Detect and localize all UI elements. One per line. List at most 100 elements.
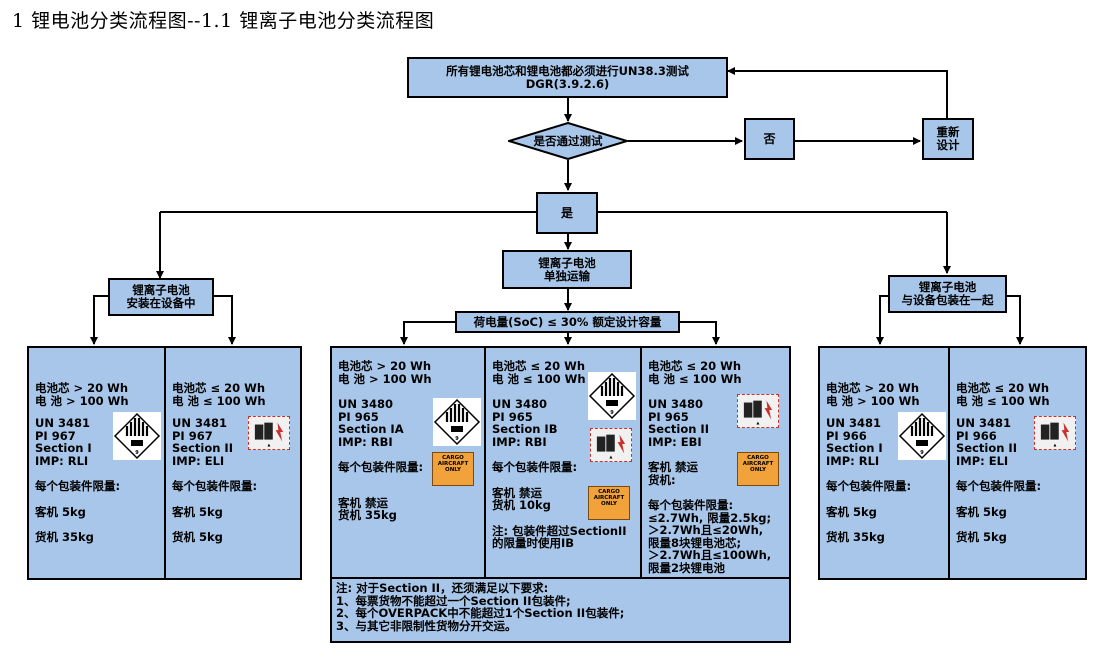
decision-diamond: 是否通过测试 <box>508 122 628 160</box>
class9-hazard-label-icon: 9 <box>433 398 481 446</box>
text-line: Section II <box>172 441 233 455</box>
panel-divider <box>164 348 166 578</box>
text-line: 电 池 > 100 Wh <box>35 393 129 408</box>
arrow-left-head-col2 <box>214 295 236 345</box>
redesign-line1: 重新 <box>936 125 960 139</box>
svg-text:9: 9 <box>610 410 614 416</box>
text-line: PI 967 <box>172 428 213 443</box>
class9-hazard-label-icon: 9 <box>588 372 636 420</box>
arrow-soc-col1 <box>400 321 455 345</box>
panel-divider <box>948 348 950 578</box>
cargo-aircraft-only-label-icon: CARGO AIRCRAFT ONLY <box>432 452 474 486</box>
svg-text:▲: ▲ <box>610 455 613 459</box>
text-line: Section I <box>826 441 883 455</box>
cao-text: CARGO AIRCRAFT ONLY <box>742 455 774 473</box>
text-line: 客机 5kg <box>956 504 1007 519</box>
text-line: 货机 35kg <box>338 508 397 522</box>
text-line: Section II <box>648 422 709 436</box>
mid-branch-box: 锂离子电池 单独运输 <box>502 250 632 289</box>
text-line: IMP: ELI <box>956 453 1009 468</box>
text-line: 电 池 ≤ 100 Wh <box>492 371 586 386</box>
text-line: 客机 禁运 <box>338 495 389 510</box>
diamond-shape <box>508 122 628 160</box>
text-line: 客机 禁运 <box>492 485 543 500</box>
panel-divider <box>640 348 642 577</box>
cargo-aircraft-only-label-icon: CARGO AIRCRAFT ONLY <box>588 486 630 520</box>
text-line: 的限量时使用IB <box>492 536 575 550</box>
mid-branch-line1: 锂离子电池 <box>538 255 596 270</box>
note-line: 注: 对于Section II，还须满足以下要求: <box>336 581 549 595</box>
arrow-redesign-to-top <box>727 67 948 118</box>
text-line: IMP: RBI <box>338 434 393 449</box>
right-panel-col1: 电池芯 > 20 Wh 电 池 > 100 Wh UN 3481 PI 966 … <box>820 348 950 578</box>
text-line: ＞2.7Wh且≤20Wh, <box>648 523 764 537</box>
text-line: 注: 包装件超过SectionII <box>492 523 627 538</box>
text-line: Section II <box>956 441 1017 455</box>
mid-panel-col1: 电池芯 > 20 Wh 电 池 > 100 Wh UN 3480 PI 965 … <box>332 348 484 577</box>
section-ii-note-box: 注: 对于Section II，还须满足以下要求: 1、每票货物不能超过一个Se… <box>330 577 791 643</box>
svg-text:9: 9 <box>920 450 924 456</box>
text-line: 电 池 ≤ 100 Wh <box>648 371 742 386</box>
text-line: ≤2.7Wh, 限量2.5kg; <box>648 510 772 525</box>
text-line: 电池芯 ≤ 20 Wh <box>172 381 266 395</box>
text-line: 电池芯 ≤ 20 Wh <box>956 381 1050 395</box>
text-line: 客机 5kg <box>172 504 223 519</box>
text-line: UN 3480 <box>648 397 703 411</box>
right-branch-line1: 锂离子电池 <box>918 280 977 294</box>
arrow-right-head-col1 <box>876 295 888 345</box>
text-line: 每个包装件限量: <box>35 479 121 493</box>
left-panel-col2: 电池芯 ≤ 20 Wh 电 池 ≤ 100 Wh UN 3481 PI 967 … <box>166 348 302 578</box>
text-line: PI 965 <box>338 409 379 424</box>
text-line: IMP: ELI <box>172 453 225 468</box>
text-line: PI 965 <box>492 409 533 424</box>
arrow-right-head-col2 <box>1007 295 1024 345</box>
class9-hazard-label-icon: 9 <box>113 412 161 460</box>
text-line: 电 池 > 100 Wh <box>338 371 432 386</box>
text-line: 客机 5kg <box>35 504 86 519</box>
note-line: 1、每票货物不能超过一个Section II包装件; <box>336 593 571 608</box>
mid-panel-col3: 电池芯 ≤ 20 Wh 电 池 ≤ 100 Wh UN 3480 PI 965 … <box>642 348 791 577</box>
svg-text:▲: ▲ <box>757 421 760 425</box>
svg-text:9: 9 <box>455 436 459 442</box>
text-line: UN 3481 <box>956 416 1011 430</box>
lithium-battery-mark-icon: ▲ <box>590 428 632 462</box>
cao-text: CARGO AIRCRAFT ONLY <box>593 489 625 507</box>
text-line: UN 3481 <box>35 416 90 430</box>
soc-label: 荷电量(SoC) ≤ 30% 额定设计容量 <box>473 314 662 329</box>
left-branch-line1: 锂离子电池 <box>132 283 190 297</box>
text-line: IMP: EBI <box>648 434 702 449</box>
text-line: 电池芯 > 20 Wh <box>826 381 920 395</box>
svg-text:▲: ▲ <box>1054 443 1057 447</box>
ul-test-box: 所有锂电池芯和锂电池都必须进行UN38.3测试 DGR(3.9.2.6) <box>407 57 728 98</box>
text-line: 货机 5kg <box>956 530 1007 544</box>
right-branch-line2: 与设备包装在一起 <box>901 293 994 307</box>
cao-text: CARGO AIRCRAFT ONLY <box>437 455 469 473</box>
lithium-battery-mark-icon: ▲ <box>737 394 779 428</box>
decision-label: 是否通过测试 <box>533 134 603 148</box>
text-line: 客机 禁运 <box>648 460 699 474</box>
text-line: 限量8块锂电池芯; <box>648 535 742 550</box>
mid-panel: 电池芯 > 20 Wh 电 池 > 100 Wh UN 3480 PI 965 … <box>330 346 791 579</box>
yes-box: 是 <box>536 192 598 234</box>
redesign-line2: 设计 <box>936 138 960 152</box>
text-line: 电 池 ≤ 100 Wh <box>172 393 266 408</box>
text-line: 电池芯 ≤ 20 Wh <box>648 359 742 373</box>
panel-divider <box>484 348 486 577</box>
text-line: 电 池 > 100 Wh <box>826 393 920 408</box>
ul-test-line1: 所有锂电池芯和锂电池都必须进行UN38.3测试 <box>446 63 689 78</box>
text-line: UN 3481 <box>826 416 881 430</box>
text-line: 货机 35kg <box>35 530 94 544</box>
text-line: 货机 5kg <box>172 530 223 544</box>
left-panel-col1: 电池芯 > 20 Wh 电 池 > 100 Wh UN 3481 PI 967 … <box>29 348 166 578</box>
text-line: 每个包装件限量: <box>826 479 912 493</box>
arrow-soc-col3 <box>680 321 720 345</box>
text-line: 每个包装件限量: <box>956 479 1042 493</box>
text-line: 每个包装件限量: <box>338 460 424 474</box>
text-line: Section I <box>35 441 92 455</box>
text-line: 货机 10kg <box>492 498 551 512</box>
text-line: PI 966 <box>826 428 867 443</box>
soc-box: 荷电量(SoC) ≤ 30% 额定设计容量 <box>455 311 680 333</box>
text-line: Section IB <box>492 422 558 436</box>
svg-text:9: 9 <box>135 450 139 456</box>
